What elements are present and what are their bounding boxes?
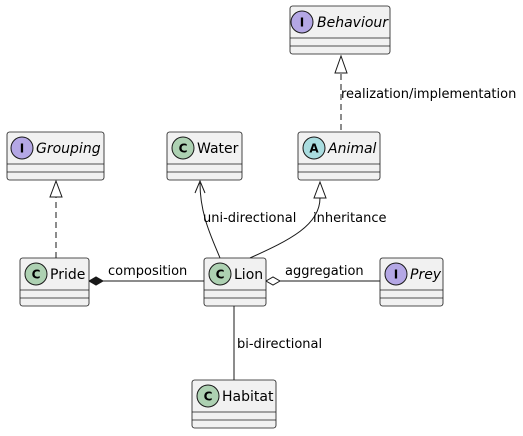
class-box-prey[interactable]: I Prey	[379, 257, 444, 307]
class-box-habitat[interactable]: C Habitat	[191, 379, 277, 429]
stereotype-glyph: C	[179, 142, 188, 156]
interface-badge-icon	[384, 262, 408, 286]
edge-unidirectional: uni-directional	[194, 179, 296, 259]
class-badge-icon	[208, 262, 232, 286]
edge-label-aggregation: aggregation	[285, 264, 364, 279]
stereotype-glyph: I	[394, 268, 398, 282]
inheritance-arrowhead	[313, 180, 327, 199]
class-badge-icon	[24, 262, 48, 286]
class-name-grouping: Grouping	[36, 141, 101, 157]
stereotype-glyph: C	[216, 268, 225, 282]
stereotype-glyph: C	[32, 268, 41, 282]
stereotype-glyph: C	[204, 390, 213, 404]
edge-composition: composition	[87, 264, 204, 286]
class-box-behaviour[interactable]: I Behaviour	[289, 5, 391, 55]
composition-diamond	[87, 276, 105, 286]
edge-label-composition: composition	[108, 264, 187, 279]
realization-arrowhead	[334, 54, 348, 74]
class-name-behaviour: Behaviour	[317, 15, 389, 31]
edge-label-bidirectional: bi-directional	[237, 337, 322, 352]
stereotype-glyph: A	[309, 142, 319, 156]
edge-label-unidirectional: uni-directional	[203, 211, 296, 226]
edge-realization: realization/implementation	[334, 54, 516, 130]
interface-badge-icon	[10, 136, 34, 160]
class-name-animal: Animal	[327, 141, 377, 157]
edge-label-inheritance: inheritance	[313, 211, 387, 226]
class-box-pride[interactable]: C Pride	[19, 257, 90, 307]
unidirectional-arrowhead	[194, 179, 206, 194]
edge-grouping-realization	[49, 179, 63, 258]
class-name-pride: Pride	[50, 267, 85, 283]
stereotype-glyph: I	[300, 16, 304, 30]
class-box-grouping[interactable]: I Grouping	[6, 131, 105, 181]
interface-badge-icon	[290, 10, 314, 34]
aggregation-diamond	[264, 276, 282, 286]
class-name-prey: Prey	[410, 267, 442, 283]
edge-label-realization: realization/implementation	[341, 87, 516, 102]
edge-inheritance: inheritance	[249, 180, 387, 259]
edge-aggregation: aggregation	[264, 264, 380, 286]
class-name-habitat: Habitat	[222, 389, 274, 405]
class-box-lion[interactable]: C Lion	[203, 257, 267, 307]
class-badge-icon	[196, 384, 220, 408]
abstract-badge-icon	[302, 136, 326, 160]
class-box-water[interactable]: C Water	[166, 131, 243, 181]
class-box-animal[interactable]: A Animal	[297, 131, 381, 181]
class-name-water: Water	[197, 141, 239, 157]
class-name-lion: Lion	[234, 267, 263, 283]
stereotype-glyph: I	[20, 142, 24, 156]
edge-bidirectional: bi-directional	[233, 305, 322, 380]
class-badge-icon	[171, 136, 195, 160]
grouping-realization-arrowhead	[49, 179, 63, 198]
